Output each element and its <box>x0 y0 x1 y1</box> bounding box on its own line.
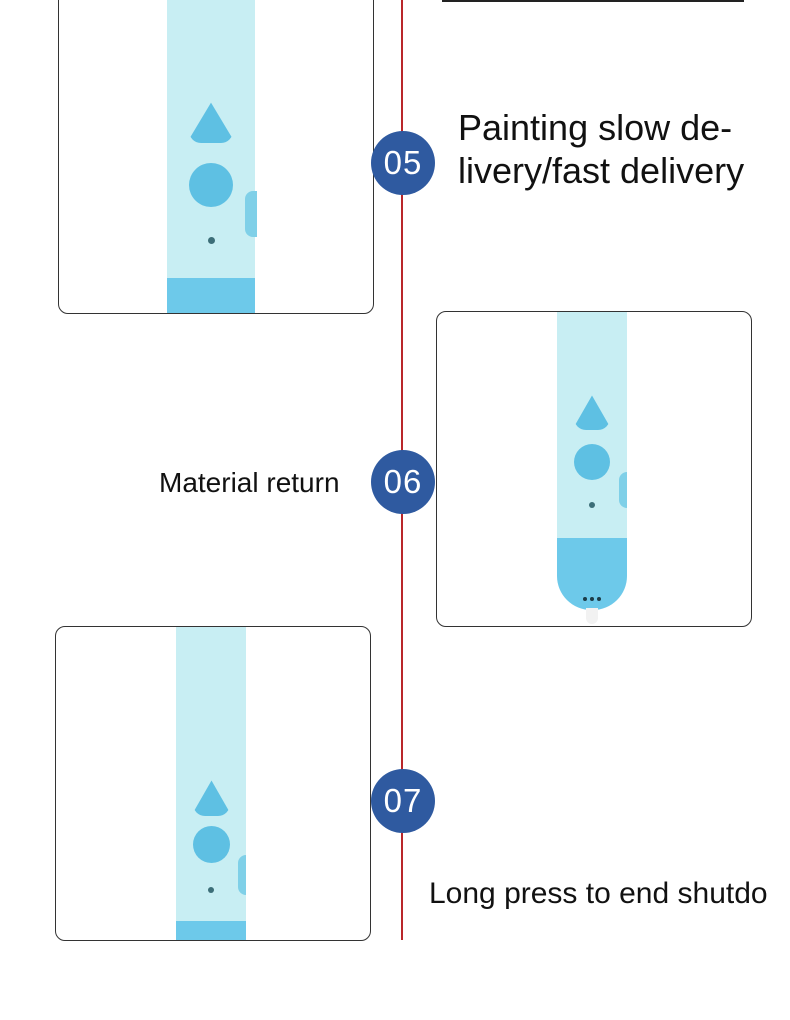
pen-base <box>176 921 246 940</box>
speed-down-button-icon <box>574 444 610 480</box>
vent-hole-icon <box>590 597 594 601</box>
side-switch-icon <box>238 855 246 895</box>
side-switch-icon <box>245 191 257 237</box>
step-05-text: Painting slow de- livery/fast delivery <box>458 107 745 192</box>
speed-down-button-icon <box>193 826 230 863</box>
step-06-image <box>436 311 752 627</box>
step-06-badge: 06 <box>371 450 435 514</box>
pen-base <box>167 278 255 313</box>
indicator-led-icon <box>208 237 215 244</box>
pen-nozzle <box>586 608 598 624</box>
top-divider-rule <box>442 0 744 2</box>
step-07-image <box>55 626 371 941</box>
step-05-image <box>58 0 374 314</box>
side-switch-icon <box>619 472 627 508</box>
indicator-led-icon <box>208 887 214 893</box>
speed-down-button-icon <box>189 163 233 207</box>
pen-body <box>176 627 246 927</box>
step-05-badge: 05 <box>371 131 435 195</box>
step-07-text: Long press to end shutdo <box>429 877 768 910</box>
indicator-led-icon <box>589 502 595 508</box>
step-07-badge: 07 <box>371 769 435 833</box>
vent-hole-icon <box>597 597 601 601</box>
step-06-text: Material return <box>159 467 340 498</box>
vent-hole-icon <box>583 597 587 601</box>
